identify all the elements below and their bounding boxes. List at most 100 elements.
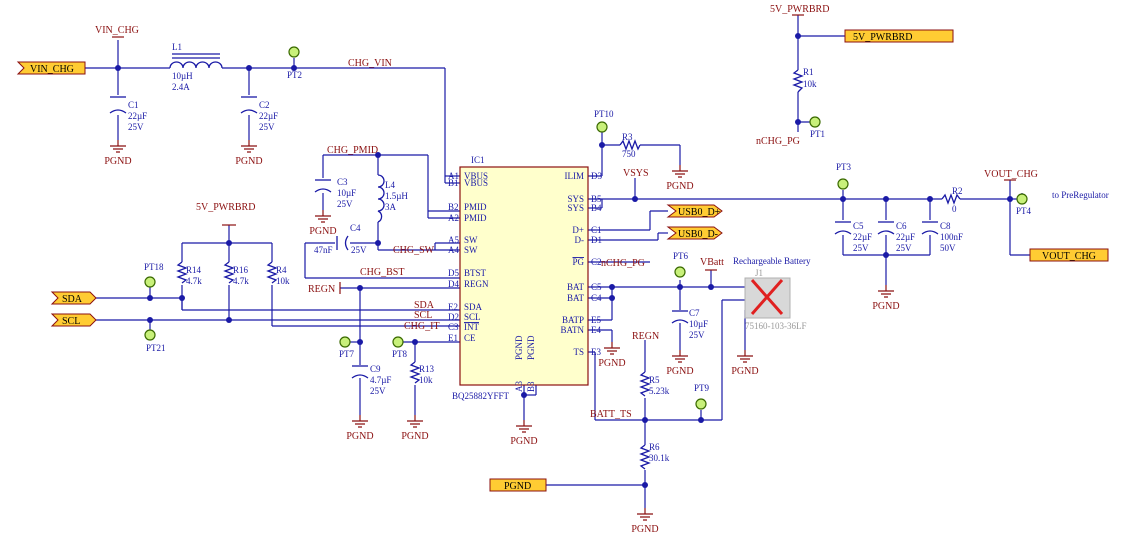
ground-symbol — [737, 350, 753, 363]
parts-c4-ref-label: C4 — [350, 223, 361, 233]
testpoint-pt6 — [674, 266, 686, 278]
ic-pin-name: PGND — [526, 335, 536, 360]
ic-pin-num: D4 — [448, 279, 459, 289]
ic-pin-num: A1 — [448, 171, 459, 181]
ground-symbol — [878, 285, 894, 298]
testpoint-pt21 — [144, 329, 156, 341]
parts-r6-ref-label: R6 — [649, 442, 660, 452]
battery-connector-j1 — [744, 277, 791, 319]
testpoints-5-label: PT6 — [673, 251, 689, 261]
parts-l1-val2-label: 2.4A — [172, 82, 190, 92]
ic-pin-name: PMID — [464, 213, 487, 223]
ground-label: PGND — [104, 156, 131, 167]
ic-pin-num: C3 — [448, 322, 459, 332]
ic-pin-name: BAT — [567, 282, 585, 292]
ic-pin-name: REGN — [464, 279, 489, 289]
parts-r16-ref-label: R16 — [233, 265, 249, 275]
part-labels: L1 10µH 2.4A C1 22µF 25V C2 22µF 25V C3 … — [128, 42, 963, 463]
ic-pin-num: C2 — [591, 257, 602, 267]
testpoint-pt7 — [339, 336, 351, 348]
parts-c5-ref-label: C5 — [853, 221, 864, 231]
testpoint-pt18 — [144, 276, 156, 288]
ground-label: PGND — [666, 366, 693, 377]
ic-pin-name: BTST — [464, 268, 487, 278]
ground-label: PGND — [309, 226, 336, 237]
parts-c1-val1-label: 22µF — [128, 111, 147, 121]
parts-c2-val2-label: 25V — [259, 122, 275, 132]
ic-pin-num: B1 — [448, 178, 459, 188]
part-symbols — [109, 53, 961, 470]
ic-pin-name: D+ — [572, 225, 584, 235]
battery-note: Rechargeable Battery — [733, 256, 811, 266]
ic1-body: IC1 BQ25882YFFT — [452, 155, 589, 401]
parts-l4-ref-label: L4 — [385, 180, 395, 190]
testpoints-0-label: PT2 — [287, 70, 302, 80]
ic-pin-num: B5 — [591, 194, 602, 204]
testpoint-labels: PT2 PT10 PT1 PT3 PT4 PT6 PT9 PT18 PT21 P… — [144, 70, 1032, 393]
parts-r5-val1-label: 5.23k — [649, 386, 670, 396]
ground-symbol — [672, 350, 688, 363]
net-chg-vin: CHG_VIN — [348, 58, 392, 69]
net-labels: VIN_CHG CHG_VIN CHG_PMID CHG_SW CHG_BST … — [95, 4, 1109, 420]
parts-c9-ref-label: C9 — [370, 364, 381, 374]
ic-pin-num: D5 — [448, 268, 459, 278]
ground-label: PGND — [631, 524, 658, 535]
ground-label: PGND — [731, 366, 758, 377]
parts-r16-val1-label: 4.7k — [233, 276, 249, 286]
ic-pin-name: TS — [573, 347, 584, 357]
ic-pin-name: D- — [575, 235, 585, 245]
ic-pin-num: E1 — [448, 333, 458, 343]
ic-pin-name: PG — [572, 257, 584, 267]
parts-r6-val1-label: 30.1k — [649, 453, 670, 463]
parts-c5-val1-label: 22µF — [853, 232, 872, 242]
testpoint-pt9 — [695, 398, 707, 410]
parts-r3-val1-label: 750 — [622, 149, 636, 159]
testpoint-pt2 — [288, 46, 300, 58]
test-points — [144, 46, 1028, 410]
parts-c7-ref-label: C7 — [689, 308, 700, 318]
parts-c6-ref-label: C6 — [896, 221, 907, 231]
parts-r14-val1-label: 4.7k — [186, 276, 202, 286]
net-nchg-pg-top: nCHG_PG — [756, 136, 800, 147]
testpoint-pt10 — [596, 121, 608, 133]
parts-j1-part-label: 75160-103-36LF — [745, 321, 807, 331]
parts-c8-val2-label: 50V — [940, 243, 956, 253]
parts-j1-ref-label: J1 — [755, 268, 763, 278]
ground-label: PGND — [401, 431, 428, 442]
testpoints-2-label: PT1 — [810, 129, 825, 139]
net-vout-chg: VOUT_CHG — [984, 169, 1038, 180]
parts-r13-ref-label: R13 — [419, 364, 435, 374]
parts-r5-ref-label: R5 — [649, 375, 660, 385]
ic-pin-name: SW — [464, 235, 478, 245]
parts-c2-ref-label: C2 — [259, 100, 270, 110]
ic-pin-name: ILIM — [565, 171, 585, 181]
ic-pin-name: CE — [464, 333, 476, 343]
ic-pin-name: BATP — [562, 315, 584, 325]
parts-r2-ref-label: R2 — [952, 186, 963, 196]
testpoint-pt3 — [837, 178, 849, 190]
parts-c3-ref-label: C3 — [337, 177, 348, 187]
ic-pin-num: C4 — [591, 293, 602, 303]
testpoints-4-label: PT4 — [1016, 206, 1032, 216]
parts-c9-val1-label: 4.7µF — [370, 375, 391, 385]
parts-c7-val1-label: 10µF — [689, 319, 708, 329]
ic-pin-name: INT — [464, 322, 479, 332]
ic-pin-num: E2 — [448, 302, 458, 312]
port-vout-chg: VOUT_CHG — [1042, 251, 1096, 262]
ic-pin-num: D2 — [448, 312, 459, 322]
port-usb-dp: USB0_D+ — [678, 207, 721, 218]
parts-c8-val1-label: 100nF — [940, 232, 963, 242]
ic-pin-name: SYS — [567, 203, 584, 213]
parts-c6-val2-label: 25V — [896, 243, 912, 253]
ic-pin-num: D3 — [591, 171, 602, 181]
parts-c4-val2-label: 25V — [351, 245, 367, 255]
ic-pin-num: A4 — [448, 245, 459, 255]
ground-symbol — [407, 415, 423, 428]
parts-r14-ref-label: R14 — [186, 265, 202, 275]
ic-pin-num: C5 — [591, 282, 602, 292]
net-scl: SCL — [414, 310, 432, 321]
ground-symbol — [315, 210, 331, 223]
port-pgnd: PGND — [504, 481, 531, 492]
ic1-ref: IC1 — [471, 155, 485, 165]
parts-c7-val2-label: 25V — [689, 330, 705, 340]
